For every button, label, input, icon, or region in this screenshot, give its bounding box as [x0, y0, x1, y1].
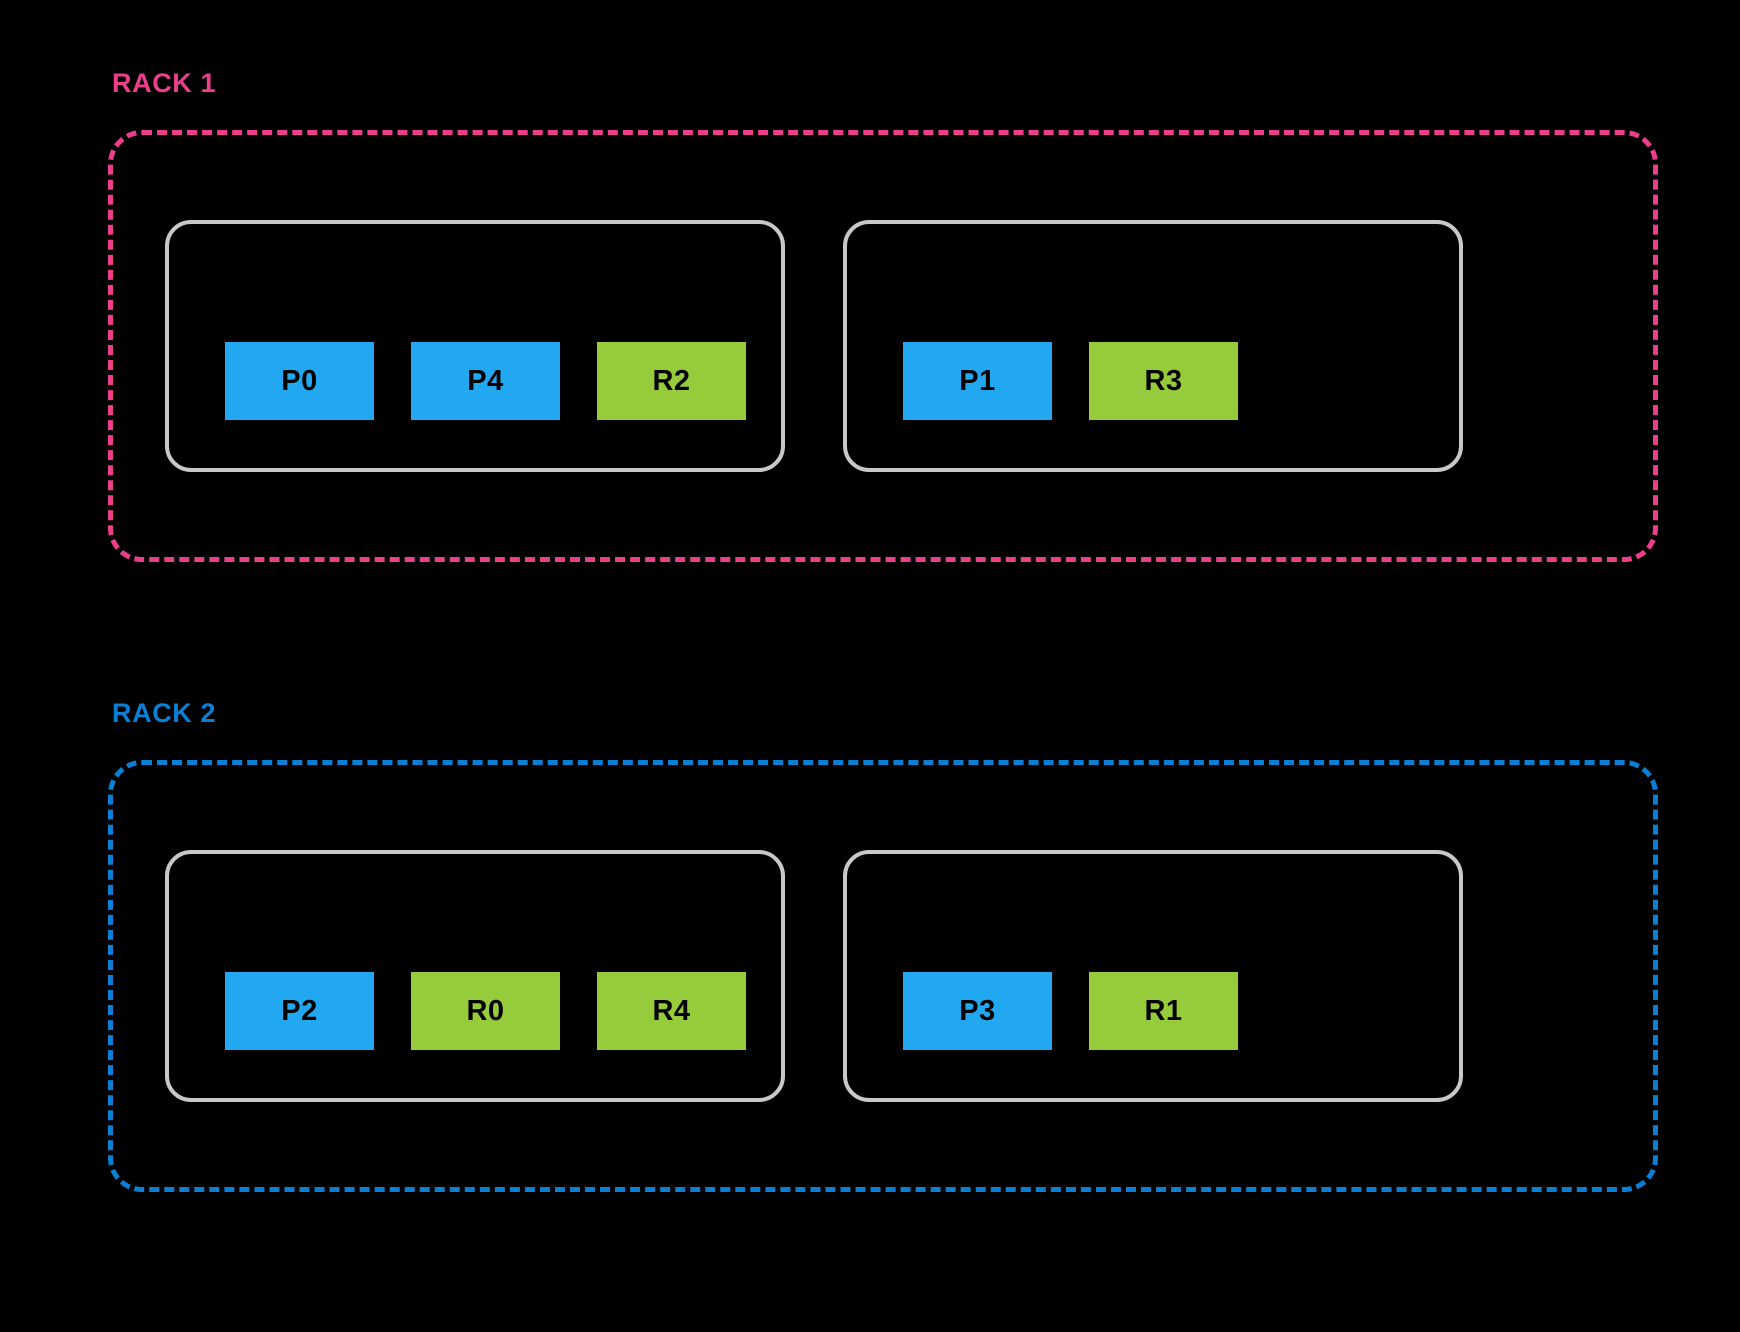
shard-box-p4[interactable]: P4: [411, 342, 560, 420]
shard-box-p3[interactable]: P3: [903, 972, 1052, 1050]
rack-group-1: RACK 1 P0 P4 R2 P1 R3: [108, 70, 1658, 562]
rack-boundary-1: P0 P4 R2 P1 R3: [108, 130, 1658, 562]
node-container-1[interactable]: P0 P4 R2: [165, 220, 785, 472]
rack-label-1: RACK 1: [112, 68, 217, 98]
shard-box-p0[interactable]: P0: [225, 342, 374, 420]
shard-box-r2[interactable]: R2: [597, 342, 746, 420]
shard-box-r3[interactable]: R3: [1089, 342, 1238, 420]
node-container-4[interactable]: P3 R1: [843, 850, 1463, 1102]
shard-box-p2[interactable]: P2: [225, 972, 374, 1050]
shard-box-r1[interactable]: R1: [1089, 972, 1238, 1050]
shard-box-p1[interactable]: P1: [903, 342, 1052, 420]
rack-group-2: RACK 2 P2 R0 R4 P3 R1: [108, 700, 1658, 1192]
shard-box-r0[interactable]: R0: [411, 972, 560, 1050]
rack-boundary-2: P2 R0 R4 P3 R1: [108, 760, 1658, 1192]
shard-box-r4[interactable]: R4: [597, 972, 746, 1050]
node-container-2[interactable]: P1 R3: [843, 220, 1463, 472]
rack-label-2: RACK 2: [112, 698, 217, 728]
node-container-3[interactable]: P2 R0 R4: [165, 850, 785, 1102]
